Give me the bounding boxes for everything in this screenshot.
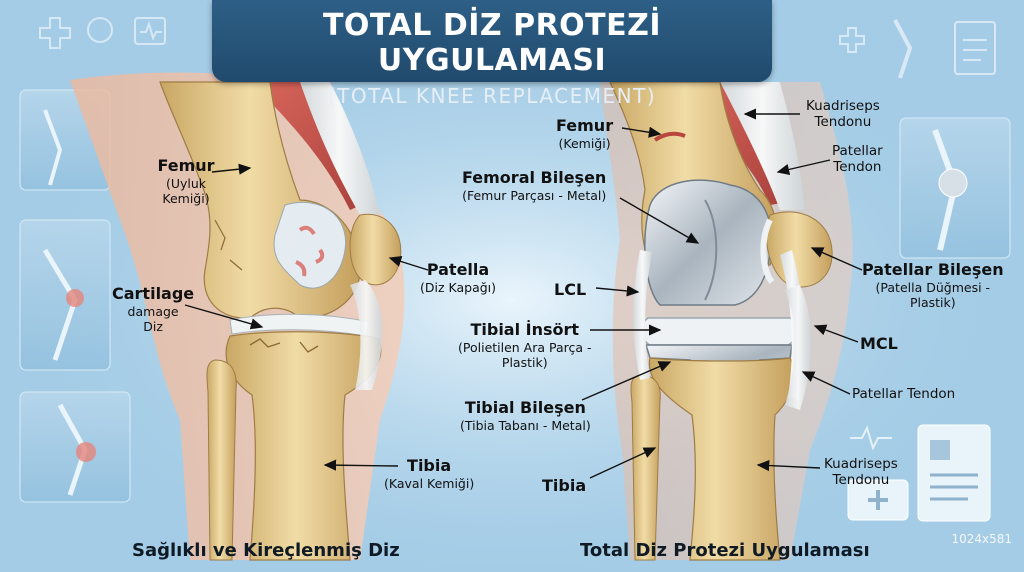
image-size-watermark: 1024x581 <box>951 532 1012 546</box>
label-tibia-right: Tibia <box>542 476 587 495</box>
label-patellar-tendon-bottom: Patellar Tendon <box>852 386 956 402</box>
caption-left: Sağlıklı ve Kireçlenmiş Diz <box>132 540 400 561</box>
medical-icons-top-left <box>39 17 166 49</box>
right-tibial-insert <box>640 317 798 346</box>
right-patellar-component <box>766 211 833 288</box>
right-knee <box>600 81 853 561</box>
label-femoral-component: Femoral Bileşen (Femur Parçası - Metal) <box>462 168 607 203</box>
label-femur-right: Femur (Kemiği) <box>556 116 614 151</box>
medical-icons-top-right <box>839 19 996 79</box>
left-femur-cartilage-damage <box>273 201 347 289</box>
right-lcl <box>633 250 652 380</box>
right-tibia <box>648 357 795 561</box>
label-tibial-insert: Tibial İnsört (Polietilen Ara Parça - Pl… <box>458 320 592 370</box>
left-arrows <box>184 163 429 471</box>
left-knee <box>70 72 405 561</box>
label-patella-left: Patella (Diz Kapağı) <box>420 260 497 295</box>
label-quad-tendon-bottom: Kuadriseps Tendonu <box>824 456 898 489</box>
left-tibia <box>225 331 382 561</box>
left-patellar-tendon <box>350 280 383 390</box>
page-title: TOTAL DİZ PROTEZİ UYGULAMASI <box>322 8 662 78</box>
label-tibial-component: Tibial Bileşen (Tibia Tabanı - Metal) <box>460 398 591 433</box>
caption-right: Total Diz Protezi Uygulaması <box>580 540 870 561</box>
left-patella <box>349 213 402 286</box>
page-subtitle: (TOTAL KNEE REPLACEMENT) <box>327 84 657 108</box>
right-arrows <box>581 108 863 479</box>
label-femur-left: Femur (Uyluk Kemiği) <box>157 156 215 206</box>
label-lcl: LCL <box>554 280 587 299</box>
label-cartilage-left: Cartilage damage Diz <box>112 284 195 334</box>
label-tibia-left: Tibia (Kaval Kemiği) <box>384 456 475 491</box>
label-quad-tendon-top: Kuadriseps Tendonu <box>806 98 880 131</box>
left-fibula <box>206 359 237 561</box>
label-mcl: MCL <box>860 334 898 353</box>
right-femoral-component <box>644 179 772 306</box>
right-fibula <box>630 374 661 561</box>
label-patellar-tendon-top: Patellar Tendon <box>832 143 883 176</box>
right-side-thumbnails <box>847 117 1011 522</box>
label-patellar-component: Patellar Bileşen (Patella Düğmesi - Plas… <box>862 260 1004 310</box>
title-banner: TOTAL DİZ PROTEZİ UYGULAMASI (TOTAL KNEE… <box>212 0 772 108</box>
left-quadriceps-tendon <box>300 82 380 215</box>
